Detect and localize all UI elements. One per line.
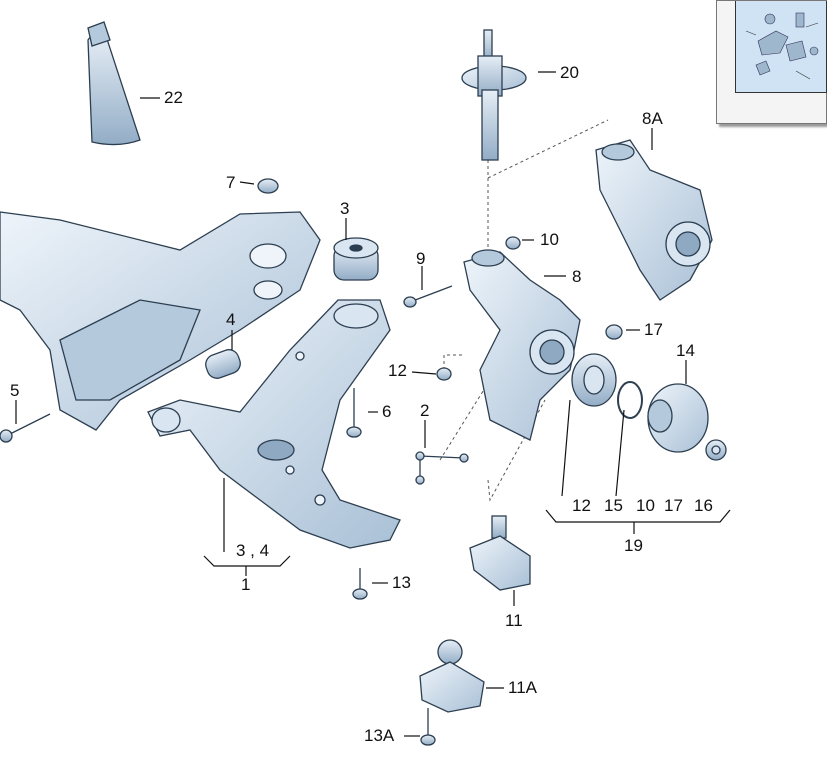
label-17: 17 — [644, 320, 663, 339]
label-kit-16: 16 — [694, 496, 713, 515]
nut-16[interactable] — [705, 439, 727, 461]
label-10: 10 — [540, 230, 559, 249]
nut-7[interactable] — [257, 178, 279, 194]
label-20: 20 — [560, 63, 579, 82]
link-2[interactable] — [415, 451, 469, 485]
bolt-13[interactable] — [352, 568, 368, 600]
label-kit-17: 17 — [664, 496, 683, 515]
nut-10[interactable] — [505, 236, 521, 250]
label-2: 2 — [420, 401, 429, 420]
bolt-13a[interactable] — [420, 708, 436, 746]
label-4: 4 — [226, 310, 235, 329]
overview-thumbnail-icon — [735, 1, 827, 93]
circlip-15[interactable] — [617, 381, 643, 419]
label-14: 14 — [676, 341, 695, 360]
ball-joint-11[interactable] — [469, 515, 531, 591]
part-labels: 22 20 8A 7 3 10 9 8 4 17 14 5 12 6 2 3 ,… — [10, 63, 713, 745]
bush-4[interactable] — [203, 347, 243, 381]
label-5: 5 — [10, 381, 19, 400]
label-8: 8 — [572, 267, 581, 286]
wheel-bearing-housing-8a[interactable] — [595, 139, 713, 301]
wishbone-1[interactable] — [147, 299, 401, 549]
bolt-9[interactable] — [403, 285, 453, 308]
label-3: 3 — [340, 199, 349, 218]
subframe[interactable] — [0, 211, 321, 431]
label-11: 11 — [505, 611, 523, 630]
leader-lines — [15, 71, 731, 737]
grease-tube[interactable] — [87, 21, 141, 146]
label-8a: 8A — [642, 109, 663, 128]
wheel-hub-14[interactable] — [647, 383, 709, 453]
label-kit-12: 12 — [572, 496, 591, 515]
label-9: 9 — [416, 249, 425, 268]
wheel-bearing-housing-8[interactable] — [463, 249, 581, 441]
bolt-6[interactable] — [346, 388, 362, 438]
wheel-bearing[interactable] — [571, 353, 617, 407]
label-11a: 11A — [508, 678, 538, 697]
label-kit-10: 10 — [636, 496, 655, 515]
label-6: 6 — [382, 402, 391, 421]
overview-thumbnail[interactable] — [716, 0, 827, 124]
nut-17[interactable] — [605, 324, 623, 340]
ball-joint-11a[interactable] — [419, 639, 485, 713]
nut-12[interactable] — [436, 367, 452, 381]
label-7: 7 — [226, 173, 235, 192]
bush-3[interactable] — [333, 237, 379, 281]
label-19: 19 — [624, 536, 643, 555]
label-12: 12 — [388, 361, 407, 380]
label-22: 22 — [164, 88, 183, 107]
label-3-4: 3 , 4 — [236, 541, 269, 560]
label-1: 1 — [241, 575, 250, 594]
bump-stop[interactable] — [461, 29, 527, 161]
label-13: 13 — [392, 573, 411, 592]
label-kit-15: 15 — [604, 496, 623, 515]
bolt-5[interactable] — [0, 413, 51, 443]
label-13a: 13A — [364, 726, 395, 745]
